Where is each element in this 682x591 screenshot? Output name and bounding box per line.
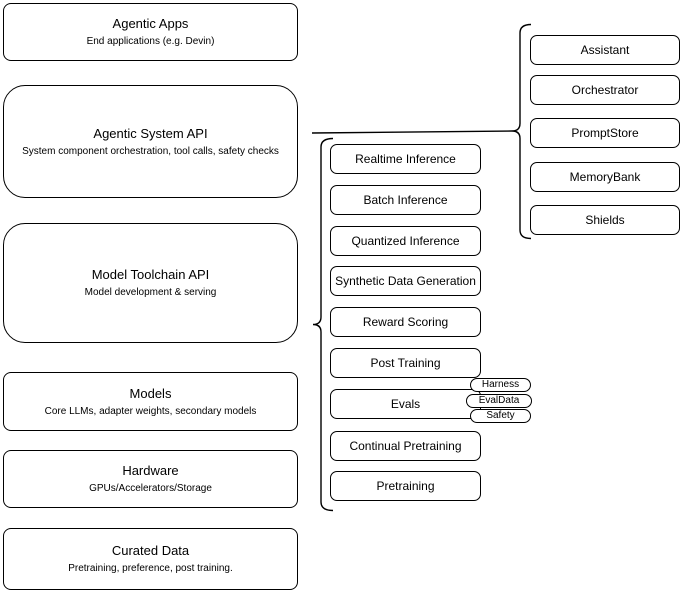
node-batch-inference: Batch Inference xyxy=(330,185,481,215)
node-memorybank: MemoryBank xyxy=(530,162,680,192)
node-realtime-inference: Realtime Inference xyxy=(330,144,481,174)
node-subtitle: Pretraining, preference, post training. xyxy=(68,563,233,574)
node-agentic-apps: Agentic Apps End applications (e.g. Devi… xyxy=(3,3,298,61)
node-promptstore: PromptStore xyxy=(530,118,680,148)
node-evals: Evals xyxy=(330,389,481,419)
node-title: Model Toolchain API xyxy=(91,267,210,282)
connector-line xyxy=(311,130,513,134)
node-subtitle: GPUs/Accelerators/Storage xyxy=(89,483,212,494)
node-reward-scoring: Reward Scoring xyxy=(330,307,481,337)
node-title: Models xyxy=(129,385,172,401)
node-subtitle: End applications (e.g. Devin) xyxy=(86,36,215,47)
pill-harness: Harness xyxy=(470,378,531,392)
node-post-training: Post Training xyxy=(330,348,481,378)
node-title: Hardware xyxy=(122,463,179,478)
node-title: Curated Data xyxy=(111,543,190,558)
node-subtitle: Model development & serving xyxy=(84,287,217,298)
node-title: Agentic System API xyxy=(93,125,208,141)
node-assistant: Assistant xyxy=(530,35,680,65)
brace-system-components xyxy=(511,23,532,240)
node-hardware: Hardware GPUs/Accelerators/Storage xyxy=(3,450,298,508)
node-subtitle: System component orchestration, tool cal… xyxy=(22,145,279,157)
node-shields: Shields xyxy=(530,205,680,235)
node-title: Agentic Apps xyxy=(112,16,189,31)
node-quantized-inference: Quantized Inference xyxy=(330,226,481,256)
node-continual-pretraining: Continual Pretraining xyxy=(330,431,481,461)
node-agentic-system-api: Agentic System API System component orch… xyxy=(3,85,298,198)
pill-safety: Safety xyxy=(470,409,531,423)
node-curated-data: Curated Data Pretraining, preference, po… xyxy=(3,528,298,590)
node-model-toolchain-api: Model Toolchain API Model development & … xyxy=(3,223,298,343)
node-models: Models Core LLMs, adapter weights, secon… xyxy=(3,372,298,431)
node-pretraining: Pretraining xyxy=(330,471,481,501)
node-subtitle: Core LLMs, adapter weights, secondary mo… xyxy=(44,405,257,417)
node-synthetic-data-generation: Synthetic Data Generation xyxy=(330,266,481,296)
pill-evaldata: EvalData xyxy=(466,394,532,408)
node-orchestrator: Orchestrator xyxy=(530,75,680,105)
